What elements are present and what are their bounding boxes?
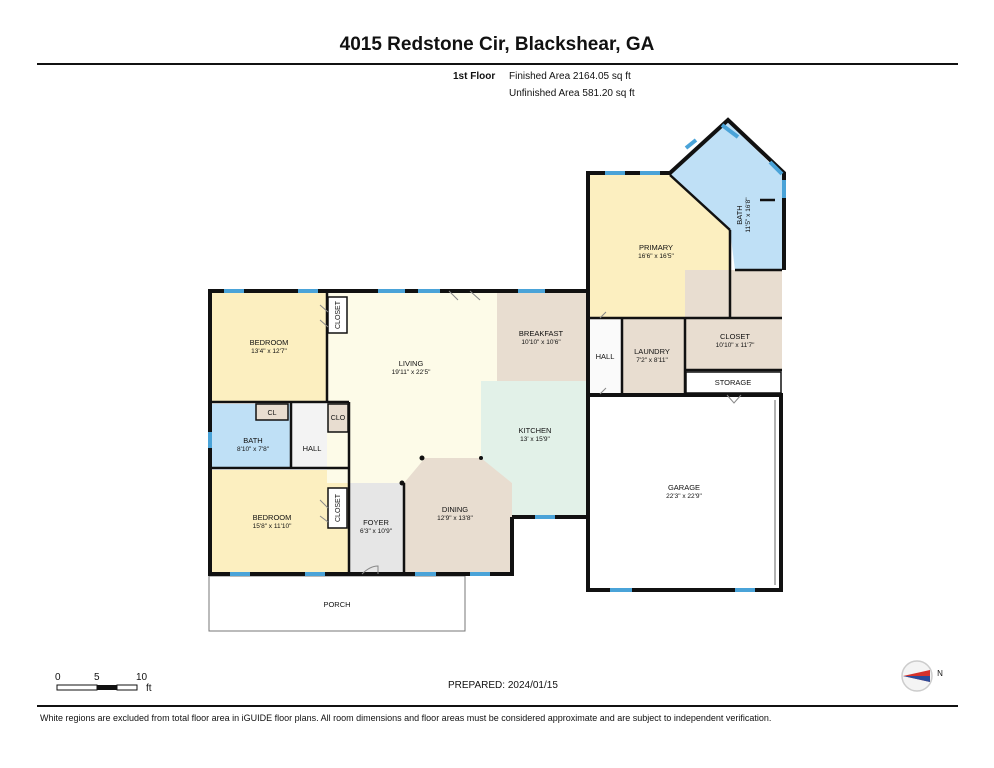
dims-dining: 12'9" x 13'8" bbox=[437, 515, 473, 522]
dims-living: 19'11" x 22'5" bbox=[392, 369, 431, 376]
scale-unit: ft bbox=[146, 683, 152, 694]
dims-primary: 16'6" x 16'5" bbox=[638, 253, 674, 260]
interior-walls bbox=[210, 174, 782, 574]
room-fills bbox=[212, 122, 782, 574]
dims-closet-large: 10'10" x 11'7" bbox=[716, 342, 755, 349]
unfinished-area: Unfinished Area 581.20 sq ft bbox=[509, 88, 635, 99]
dims-garage: 22'3" x 22'9" bbox=[666, 493, 702, 500]
scale-tick-5: 5 bbox=[94, 672, 100, 683]
window bbox=[768, 160, 784, 176]
disclaimer: White regions are excluded from total fl… bbox=[40, 713, 772, 723]
finished-area: Finished Area 2164.05 sq ft bbox=[509, 71, 631, 82]
door-arc bbox=[448, 290, 481, 301]
label-breakfast: BREAKFAST bbox=[519, 329, 564, 338]
floor-label: 1st Floor bbox=[453, 71, 496, 82]
closet-large-fill bbox=[685, 270, 782, 370]
closet-bed1-box bbox=[327, 296, 348, 334]
door-arc bbox=[599, 311, 607, 395]
scale-bar: 0 5 10 ft bbox=[55, 672, 152, 694]
wall-main-west-north bbox=[208, 289, 588, 576]
dims-bedroom-top: 13'4" x 12'7" bbox=[251, 348, 287, 355]
label-closet-bed2: CLOSET bbox=[335, 493, 342, 522]
living-fill bbox=[327, 293, 497, 483]
footer-rule bbox=[37, 705, 958, 707]
dining-fill bbox=[404, 458, 512, 574]
bedroom-bottom-fill bbox=[212, 470, 349, 574]
label-bath-right: BATH bbox=[735, 205, 744, 224]
door-arc bbox=[726, 394, 742, 404]
prepared-date: PREPARED: 2024/01/15 bbox=[448, 680, 558, 691]
compass-label: N bbox=[937, 669, 943, 678]
doors bbox=[319, 290, 742, 575]
dims-bath-right: 11'5" x 16'8" bbox=[745, 197, 752, 233]
post bbox=[419, 455, 425, 461]
label-bedroom-bottom: BEDROOM bbox=[253, 513, 292, 522]
label-clo: CLO bbox=[331, 415, 346, 422]
label-storage: STORAGE bbox=[715, 378, 752, 387]
cl-box bbox=[255, 403, 289, 421]
door-arc bbox=[361, 565, 379, 575]
post bbox=[399, 480, 405, 486]
dims-bath-left: 8'10" x 7'8" bbox=[237, 446, 270, 453]
label-dining: DINING bbox=[442, 505, 468, 514]
dims-foyer: 6'3" x 10'9" bbox=[360, 528, 393, 535]
label-foyer: FOYER bbox=[363, 518, 389, 527]
label-living: LIVING bbox=[399, 359, 424, 368]
scale-tick-0: 0 bbox=[55, 672, 61, 683]
window bbox=[720, 123, 740, 139]
label-hall-right: HALL bbox=[596, 352, 615, 361]
window bbox=[684, 138, 698, 150]
porch-outline bbox=[208, 575, 466, 632]
clo-box bbox=[327, 403, 349, 433]
label-bath-left: BATH bbox=[243, 436, 262, 445]
laundry-fill bbox=[622, 318, 685, 394]
door-arc bbox=[319, 499, 329, 523]
wall-primary-bath-div bbox=[669, 174, 731, 231]
storage-box bbox=[685, 371, 782, 394]
label-closet-bed1: CLOSET bbox=[335, 300, 342, 329]
post bbox=[479, 456, 483, 460]
header-rule bbox=[37, 63, 958, 65]
dims-kitchen: 13' x 15'9" bbox=[520, 436, 550, 443]
dims-bedroom-bottom: 15'8" x 11'10" bbox=[253, 523, 292, 530]
label-garage: GARAGE bbox=[668, 483, 700, 492]
dims-breakfast: 10'10" x 10'6" bbox=[521, 339, 561, 346]
label-hall-left: HALL bbox=[303, 444, 322, 453]
compass-icon: N bbox=[901, 660, 943, 692]
dims-laundry: 7'2" x 8'11" bbox=[636, 357, 668, 364]
kitchen-fill bbox=[481, 381, 590, 517]
door-arc bbox=[319, 304, 329, 328]
bedroom-top-fill bbox=[212, 293, 327, 402]
label-porch: PORCH bbox=[323, 600, 350, 609]
label-kitchen: KITCHEN bbox=[519, 426, 552, 435]
hall-right-fill bbox=[590, 318, 622, 394]
scale-tick-10: 10 bbox=[136, 672, 148, 683]
bath-right-fill bbox=[670, 122, 782, 270]
page-title: 4015 Redstone Cir, Blackshear, GA bbox=[339, 34, 655, 55]
breakfast-fill bbox=[497, 293, 590, 381]
label-closet-large: CLOSET bbox=[720, 332, 750, 341]
label-primary: PRIMARY bbox=[639, 243, 673, 252]
label-cl: CL bbox=[268, 410, 277, 417]
label-laundry: LAUNDRY bbox=[634, 347, 670, 356]
windows bbox=[208, 123, 786, 592]
foyer-fill bbox=[349, 483, 404, 574]
label-bedroom-top: BEDROOM bbox=[250, 338, 289, 347]
